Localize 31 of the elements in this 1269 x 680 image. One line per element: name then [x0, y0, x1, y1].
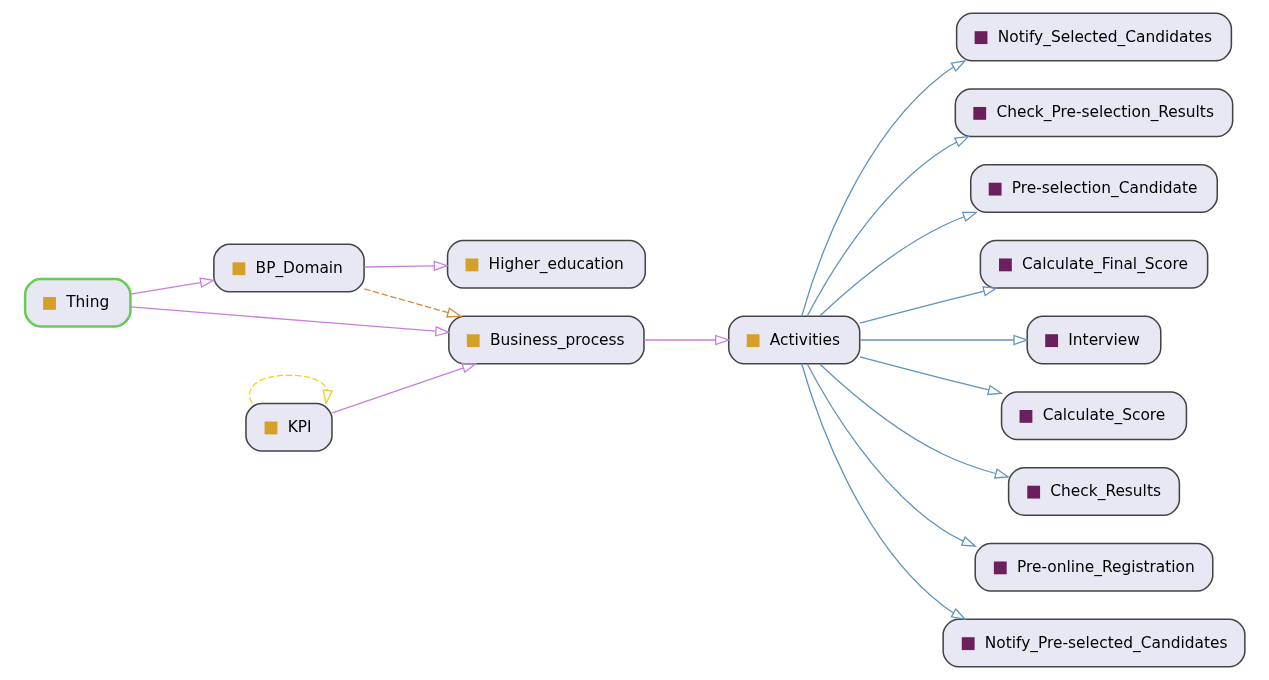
node-box: Interview — [1025, 315, 1162, 365]
arrow — [858, 286, 998, 324]
arrow — [800, 363, 966, 621]
arrow — [643, 334, 730, 346]
arrow — [858, 334, 1029, 346]
node-box: Higher_education — [446, 239, 646, 289]
arrow — [331, 363, 477, 414]
node-box: KPI — [244, 402, 333, 452]
arrow — [129, 277, 215, 295]
node-box: BP_Domain — [212, 243, 365, 293]
node-box: Thing — [23, 277, 132, 328]
arrow — [248, 374, 333, 406]
node-box: Check_Pre-selection_Results — [954, 88, 1233, 138]
node-box: Calculate_Final_Score — [979, 239, 1208, 289]
arrow — [818, 363, 1010, 479]
node-box: Notify_Selected_Candidates — [955, 12, 1232, 62]
arrow — [806, 135, 970, 317]
node-box: Business_process — [447, 315, 645, 365]
node-box: Pre-online_Registration — [973, 542, 1214, 592]
node-box: Calculate_Score — [1000, 391, 1187, 441]
arrow — [818, 211, 978, 317]
arrow — [800, 59, 966, 317]
arrow — [806, 363, 977, 547]
arrow — [363, 288, 462, 318]
arrow — [363, 260, 449, 272]
node-box: Notify_Pre-selected_Candidates — [941, 618, 1246, 668]
arrow — [129, 306, 451, 337]
node-box: Check_Results — [1007, 467, 1180, 517]
arrow — [858, 356, 1003, 396]
node-box: Activities — [727, 315, 860, 365]
node-box: Pre-selection_Candidate — [969, 163, 1218, 213]
